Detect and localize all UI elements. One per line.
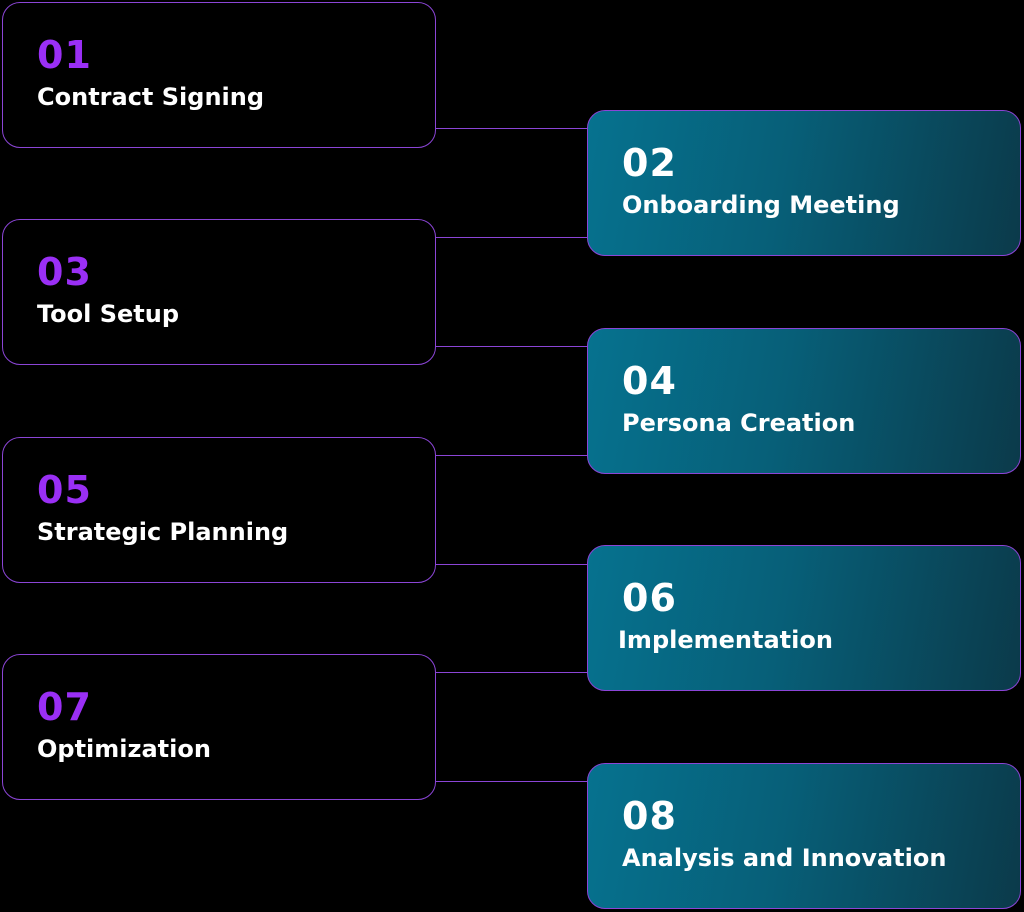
- step-label: Tool Setup: [37, 300, 180, 328]
- step-label: Strategic Planning: [37, 518, 289, 546]
- step-label: Onboarding Meeting: [622, 191, 900, 219]
- step-card-03: 03 Tool Setup: [2, 219, 436, 365]
- step-card-06: 06 Implementation: [587, 545, 1021, 691]
- step-label: Optimization: [37, 735, 211, 763]
- step-label: Contract Signing: [37, 83, 265, 111]
- step-card-07: 07 Optimization: [2, 654, 436, 800]
- step-number: 04: [622, 359, 677, 403]
- step-label: Persona Creation: [622, 409, 856, 437]
- connector: [436, 564, 588, 565]
- connector: [436, 237, 588, 238]
- connector: [436, 346, 588, 347]
- connector: [436, 781, 588, 782]
- connector: [436, 455, 588, 456]
- step-number: 08: [622, 794, 677, 838]
- step-number: 02: [622, 141, 677, 185]
- step-number: 03: [37, 250, 92, 294]
- connector: [436, 672, 588, 673]
- step-card-01: 01 Contract Signing: [2, 2, 436, 148]
- step-card-02: 02 Onboarding Meeting: [587, 110, 1021, 256]
- step-label: Analysis and Innovation: [622, 844, 947, 872]
- step-label: Implementation: [618, 626, 833, 654]
- step-card-04: 04 Persona Creation: [587, 328, 1021, 474]
- step-number: 05: [37, 468, 92, 512]
- step-number: 06: [622, 576, 677, 620]
- step-number: 07: [37, 685, 92, 729]
- step-number: 01: [37, 33, 92, 77]
- step-card-08: 08 Analysis and Innovation: [587, 763, 1021, 909]
- connector: [436, 128, 588, 129]
- step-card-05: 05 Strategic Planning: [2, 437, 436, 583]
